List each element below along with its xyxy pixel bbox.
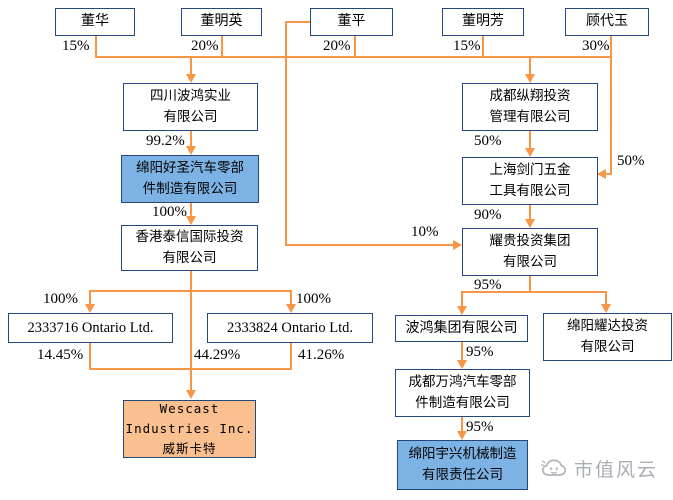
line-to-bohong-group: [461, 291, 463, 306]
box-shareholder-dongmingying: 董明英: [181, 8, 262, 36]
box-ontario-716: 2333716 Ontario Ltd.: [8, 313, 173, 343]
box-hk-taixin: 香港泰信国际投资 有限公司: [121, 225, 258, 271]
pct-sichuan-haosheng: 99.2%: [146, 133, 185, 149]
pct-haosheng-taixin: 100%: [152, 204, 187, 220]
line-yaogui-down: [529, 276, 531, 293]
line-dongping-down: [285, 21, 287, 246]
line-yaogui-bus: [461, 291, 607, 293]
line-gudaiyu-elbow: [605, 173, 612, 175]
box-shareholder-donghua: 董华: [55, 8, 135, 36]
line-gudaiyu-down: [610, 36, 612, 175]
line-haosheng-taixin: [190, 203, 192, 217]
box-chengdu-wanhong: 成都万鸿汽车零部 件制造有限公司: [395, 369, 530, 417]
line-donghua-stub: [95, 36, 97, 57]
box-shareholder-gudaiyu: 顾代玉: [565, 8, 649, 36]
pct-bohong-wanhong: 95%: [466, 344, 494, 360]
line-bohong-wanhong: [461, 342, 463, 360]
arrow-to-bohong-group: [457, 306, 467, 315]
line-wanhong-yuxing: [461, 417, 463, 431]
box-shareholder-dongping: 董平: [310, 8, 393, 36]
box-mianyang-haosheng: 绵阳好圣汽车零部 件制造有限公司: [121, 155, 259, 203]
box-shareholder-dongmingfang: 董明芳: [442, 8, 524, 36]
box-bohong-group: 波鸿集团有限公司: [395, 315, 528, 342]
arrow-dongping-to-yaogui: [453, 240, 462, 250]
arrow-zongxiang-jianmen: [525, 148, 535, 157]
box-ontario-824: 2333824 Ontario Ltd.: [207, 313, 373, 343]
pct-dongping: 20%: [323, 38, 351, 54]
pct-gudaiyu: 30%: [582, 38, 610, 54]
line-bus-to-zongxiang: [529, 56, 531, 75]
line-ontario-bus-top: [89, 290, 292, 292]
line-sichuan-haosheng: [190, 131, 192, 147]
pct-dongmingying: 20%: [191, 38, 219, 54]
line-dongmingying-stub: [221, 36, 223, 57]
box-wescast: Wescast Industries Inc. 威斯卡特: [123, 400, 256, 458]
watermark: 市值风云: [540, 454, 658, 482]
arrow-to-ontario824: [286, 304, 296, 313]
arrow-jianmen-yaogui: [525, 219, 535, 228]
pct-taixin-716: 100%: [43, 291, 78, 307]
pct-zongxiang-jianmen: 50%: [474, 133, 502, 149]
box-mianyang-yaoda: 绵阳耀达投资 有限公司: [543, 313, 672, 361]
line-jianmen-yaogui: [529, 205, 531, 220]
box-sichuan-bohong: 四川波鸿实业 有限公司: [123, 83, 258, 131]
line-ontario-bus-bottom: [89, 368, 292, 370]
arrow-to-yaoda: [601, 304, 611, 313]
pct-wanhong-yuxing: 95%: [466, 419, 494, 435]
line-to-yaoda: [605, 291, 607, 304]
pct-jianmen-yaogui: 90%: [474, 207, 502, 223]
box-chengdu-zongxiang: 成都纵翔投资 管理有限公司: [462, 83, 598, 131]
line-dongping-left: [285, 21, 310, 23]
line-dongmingfang-stub: [482, 36, 484, 57]
arrow-bohong-wanhong: [457, 360, 467, 369]
arrow-to-sichuan: [186, 74, 196, 83]
arrow-haosheng-taixin: [186, 216, 196, 225]
line-716-down: [89, 343, 91, 370]
shizhifengyun-cloud-logo-icon: [540, 454, 568, 482]
arrow-to-ontario716: [85, 304, 95, 313]
pct-716-wescast: 14.45%: [37, 347, 84, 363]
pct-donghua: 15%: [62, 38, 90, 54]
line-zongxiang-jianmen: [529, 131, 531, 149]
arrow-sichuan-haosheng: [186, 146, 196, 155]
pct-824-wescast: 41.26%: [298, 347, 345, 363]
arrow-to-wescast: [186, 390, 196, 399]
arrow-gudaiyu-to-jianmen: [597, 169, 606, 179]
arrow-wanhong-yuxing: [457, 431, 467, 440]
pct-dongmingfang: 15%: [453, 38, 481, 54]
line-dongping-right: [285, 244, 454, 246]
pct-taixin-824: 100%: [296, 291, 331, 307]
line-taixin-center-down: [190, 271, 192, 392]
pct-dongping-yaogui: 10%: [411, 224, 439, 240]
line-824-down: [290, 343, 292, 370]
line-to-ontario824: [290, 290, 292, 305]
line-dongping-stub: [354, 36, 356, 57]
box-mianyang-yuxing: 绵阳宇兴机械制造 有限责任公司: [397, 440, 528, 490]
box-shanghai-jianmen: 上海剑门五金 工具有限公司: [462, 157, 598, 205]
line-to-ontario716: [89, 290, 91, 305]
watermark-brand-text: 市值风云: [574, 459, 659, 481]
pct-gudaiyu-jianmen: 50%: [617, 153, 645, 169]
arrow-to-zongxiang: [525, 74, 535, 83]
box-yaogui: 耀贵投资集团 有限公司: [462, 228, 598, 276]
pct-yaogui-subs: 95%: [474, 277, 502, 293]
pct-taixin-wescast: 44.29%: [194, 347, 241, 363]
line-top-bus: [95, 56, 612, 58]
line-bus-to-sichuan: [190, 56, 192, 75]
